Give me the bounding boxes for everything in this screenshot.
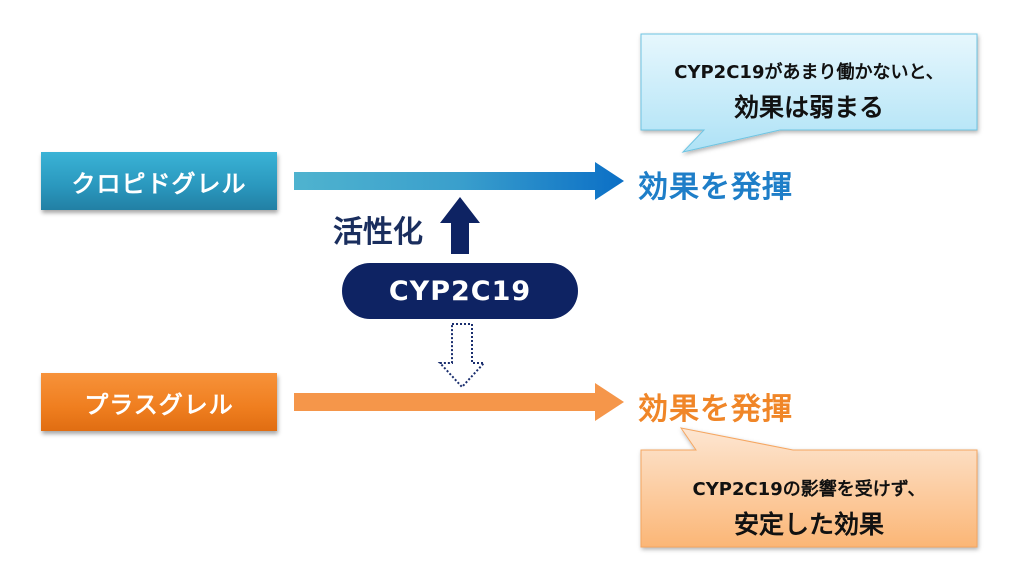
- activation-label: 活性化: [333, 215, 423, 250]
- callout-top-line1: CYP2C19があまり働かないと、: [674, 62, 944, 83]
- callout-bottom-line2: 安定した効果: [733, 510, 884, 539]
- callout-top-text: CYP2C19があまり働かないと、 効果は弱まる: [640, 58, 978, 124]
- prasugrel-arrow: [294, 383, 624, 421]
- cyp2c19-pill: CYP2C19: [342, 263, 578, 319]
- effect-label-bottom: 効果を発揮: [638, 392, 793, 427]
- callout-bottom-line1: CYP2C19の影響を受けず、: [692, 479, 926, 500]
- clopidogrel-box: クロピドグレル: [41, 152, 277, 210]
- effect-label-top: 効果を発揮: [638, 170, 793, 205]
- callout-bottom-bubble: [640, 427, 978, 548]
- callout-bottom-text: CYP2C19の影響を受けず、 安定した効果: [640, 475, 978, 541]
- dotted-down-arrow: [437, 323, 487, 389]
- callout-top-line2: 効果は弱まる: [733, 93, 884, 122]
- callout-top-bubble: [640, 33, 978, 153]
- clopidogrel-arrow: [294, 162, 624, 200]
- activation-up-arrow: [440, 197, 480, 254]
- prasugrel-box: プラスグレル: [41, 373, 277, 431]
